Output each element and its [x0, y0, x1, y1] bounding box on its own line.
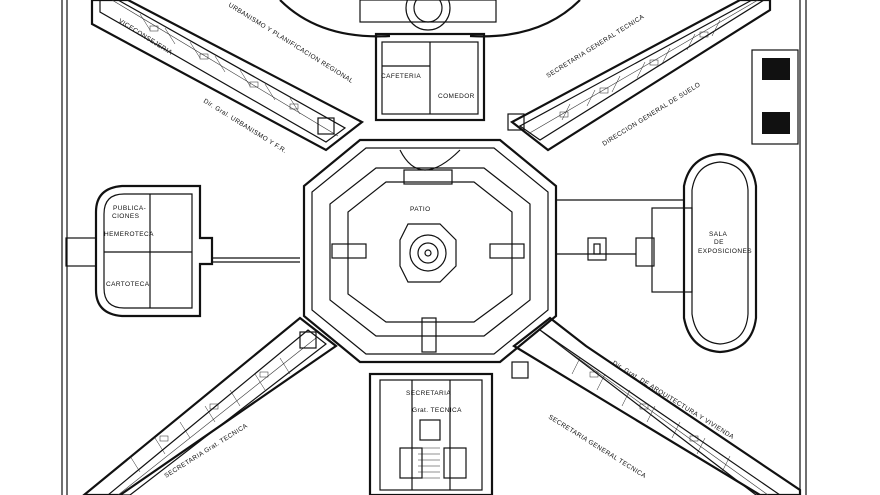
bottom-block [368, 372, 494, 495]
label-comedor: COMEDOR [438, 93, 475, 100]
plan-labels: URBANISMO Y PLANIFICACION REGIONAL VICEC… [104, 2, 752, 480]
wing-bottom-right [511, 316, 802, 495]
wing-bottom-left [82, 316, 338, 495]
label-viceconsejeria: VICECONSEJERIA [117, 18, 174, 57]
label-cartoteca: CARTOTECA [106, 281, 150, 288]
label-hemeroteca: HEMEROTECA [104, 231, 154, 238]
site-boundary [61, 0, 807, 495]
label-secretaria: SECRETARIA [406, 390, 451, 397]
label-cafeteria: CAFETERIA [381, 73, 421, 80]
label-top-right-wing-inner: DIRECCION GENERAL DE SUELO [601, 81, 702, 147]
label-publicaciones-2: CIONES [112, 213, 140, 220]
label-bottom-right-wing-outer: Dir. Grat. DE ARQUITECTURA Y VIVIENDA [611, 360, 735, 441]
label-exposiciones: EXPOSICIONES [698, 248, 752, 255]
label-sala: SALA [709, 231, 727, 238]
label-patio: PATIO [410, 206, 431, 213]
wing-top-right [507, 0, 772, 152]
label-top-right-wing-outer: SECRETARIA GENERAL TECNICA [545, 13, 646, 79]
left-pavilion [65, 184, 300, 318]
label-publicaciones-1: PUBLICA- [113, 205, 146, 212]
wing-top-left [90, 0, 365, 152]
label-bottom-right-wing-inner: SECRETARIA GENERAL TECNICA [547, 414, 648, 480]
right-pavilion [556, 152, 758, 354]
central-octagon [302, 138, 558, 364]
label-grat-tecnica: Grat. TECNICA [412, 407, 462, 414]
top-block [279, 0, 581, 122]
label-bottom-left-wing: SECRETARIA Grat. TECNICA [163, 422, 249, 479]
stair-blocks [751, 49, 799, 145]
label-de: DE [714, 239, 724, 246]
